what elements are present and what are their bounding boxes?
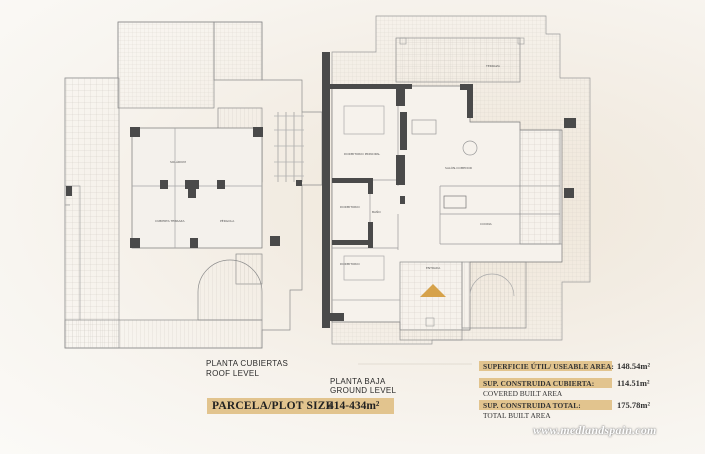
room-label-terrace-roof: CUBIERTA TERRAZA [155,219,185,223]
room-label-dormitorio-principal: DORMITORIO PRINCIPAL [344,152,381,156]
roof-level-title: PLANTA CUBIERTAS [206,359,289,368]
room-label-terraza: TERRAZA [486,64,500,68]
covered-area-value: 114.51m² [617,378,650,388]
area-row-bar-useable [479,361,612,371]
useable-area-value: 148.54m² [617,361,651,371]
ground-level-title: PLANTA BAJA [330,377,386,386]
roof-level-subtitle: ROOF LEVEL [206,369,260,378]
total-area-value: 175.78m² [617,400,651,410]
website-watermark: www.medlandspain.com [533,423,657,437]
total-area-subtitle: TOTAL BUILT AREA [483,411,551,420]
covered-area-subtitle: COVERED BUILT AREA [483,389,563,398]
plot-size-value: 414-434m² [328,400,380,412]
total-area-title: SUP. CONSTRUIDA TOTAL: [483,401,581,410]
room-label-bano: BAÑO [372,210,381,214]
room-label-solarium: SOLÁRIUM [170,160,186,164]
room-label-salon-comedor: SALÓN-COMEDOR [445,166,472,170]
patio-pillars [399,37,525,327]
room-label-dormitorio-2: DORMITORIO [340,262,360,266]
area-row-bar-total [479,400,612,410]
room-label-pergola: PÉRGOLA [220,219,235,223]
area-row-bar-covered [479,378,612,388]
ground-level-subtitle: GROUND LEVEL [330,386,397,395]
room-label-cocina: COCINA [480,222,492,226]
ground-walls [322,52,576,328]
plot-size-banner [207,398,394,414]
plot-size-label: PARCELA/PLOT SIZE [212,400,334,412]
room-label-dormitorio-1: DORMITORIO [340,205,360,209]
covered-area-title: SUP. CONSTRUIDA CUBIERTA: [483,379,595,388]
room-label-entrada: ENTRADA [426,266,441,270]
useable-area-title: SUPERFICIE ÚTIL/ USEABLE AREA: [483,362,614,371]
roof-columns [66,127,302,248]
north-marker [420,284,446,297]
